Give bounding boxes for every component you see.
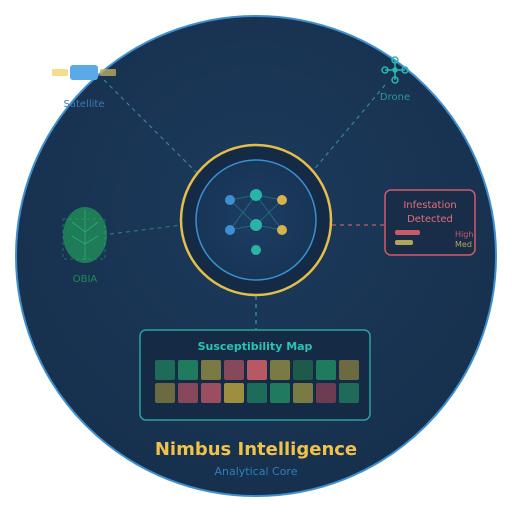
map-cell: [339, 383, 359, 403]
map-cell: [247, 360, 267, 380]
satellite-label: Satellite: [64, 99, 105, 110]
connector-satellite: [103, 79, 197, 173]
satellite-icon: [52, 65, 116, 80]
map-cell: [293, 360, 313, 380]
map-cell: [339, 360, 359, 380]
map-title: Susceptibility Map: [198, 340, 313, 353]
obia-label: OBIA: [73, 274, 98, 285]
map-cell: [293, 383, 313, 403]
neural-network-icon: [225, 189, 287, 255]
connector-drone: [311, 84, 386, 173]
alert-title-line1: Infestation: [403, 200, 456, 211]
map-grid: [155, 360, 359, 403]
alert-level-high: High: [455, 230, 473, 239]
leaf-icon: [62, 207, 107, 263]
map-cell: [201, 360, 221, 380]
page-title: Nimbus Intelligence: [155, 439, 357, 460]
map-cell: [247, 383, 267, 403]
map-cell: [316, 360, 336, 380]
drone-icon: [381, 56, 409, 84]
map-cell: [178, 383, 198, 403]
map-cell: [270, 360, 290, 380]
page-subtitle: Analytical Core: [215, 465, 298, 478]
alert-bar-med: [395, 240, 413, 245]
map-cell: [178, 360, 198, 380]
map-cell: [224, 360, 244, 380]
connectors: [103, 79, 386, 330]
alert-level-med: Med: [455, 240, 472, 249]
susceptibility-map: Susceptibility Map: [139, 329, 371, 421]
map-cell: [316, 383, 336, 403]
map-cell: [155, 383, 175, 403]
alert-title-line2: Detected: [407, 214, 453, 225]
map-cell: [224, 383, 244, 403]
alert-bar-high: [395, 230, 420, 235]
drone-label: Drone: [380, 92, 410, 103]
infestation-alert: Infestation Detected High Med: [384, 189, 476, 256]
map-cell: [155, 360, 175, 380]
map-cell: [270, 383, 290, 403]
map-cell: [201, 383, 221, 403]
